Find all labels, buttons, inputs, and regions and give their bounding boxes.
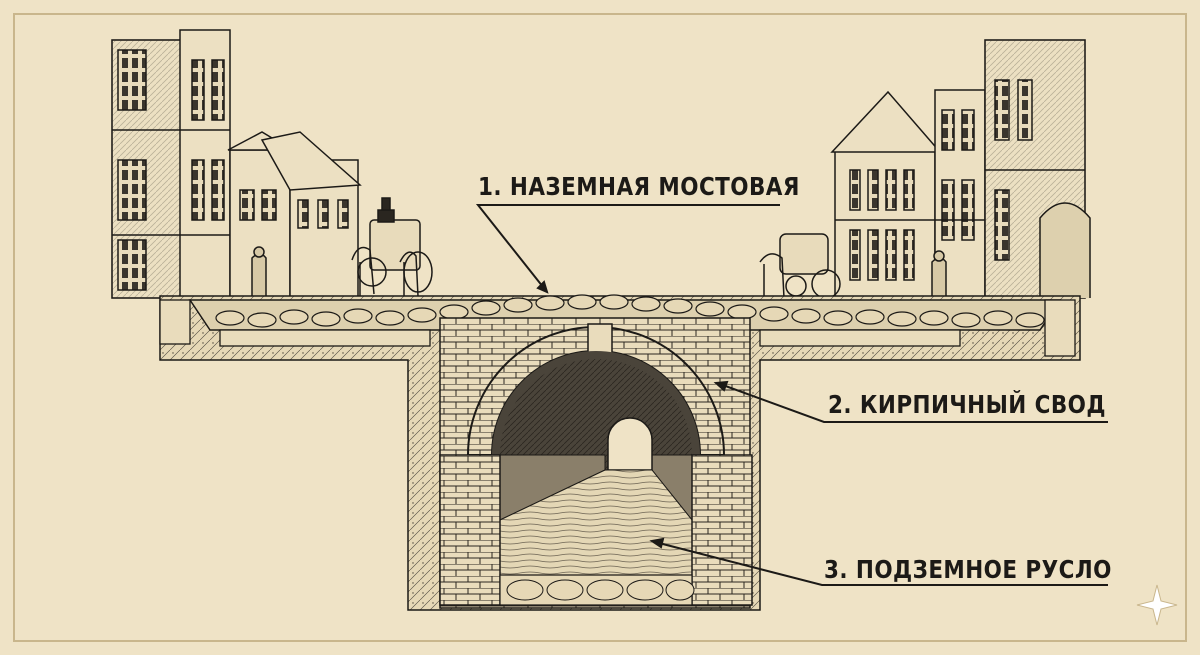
brick-vault [440, 318, 752, 608]
right-buildings [832, 40, 1090, 298]
label-underground-river: 3. ПОДЗЕМНОЕ РУСЛО [824, 555, 1112, 584]
sparkle-icon [1137, 585, 1177, 625]
left-buildings [112, 30, 360, 298]
label-brick-vault: 2. КИРПИЧНЫЙ СВОД [828, 390, 1106, 419]
leader-line-road [478, 205, 780, 292]
label-road-surface: 1. НАЗЕМНАЯ МОСТОВАЯ [478, 172, 800, 201]
